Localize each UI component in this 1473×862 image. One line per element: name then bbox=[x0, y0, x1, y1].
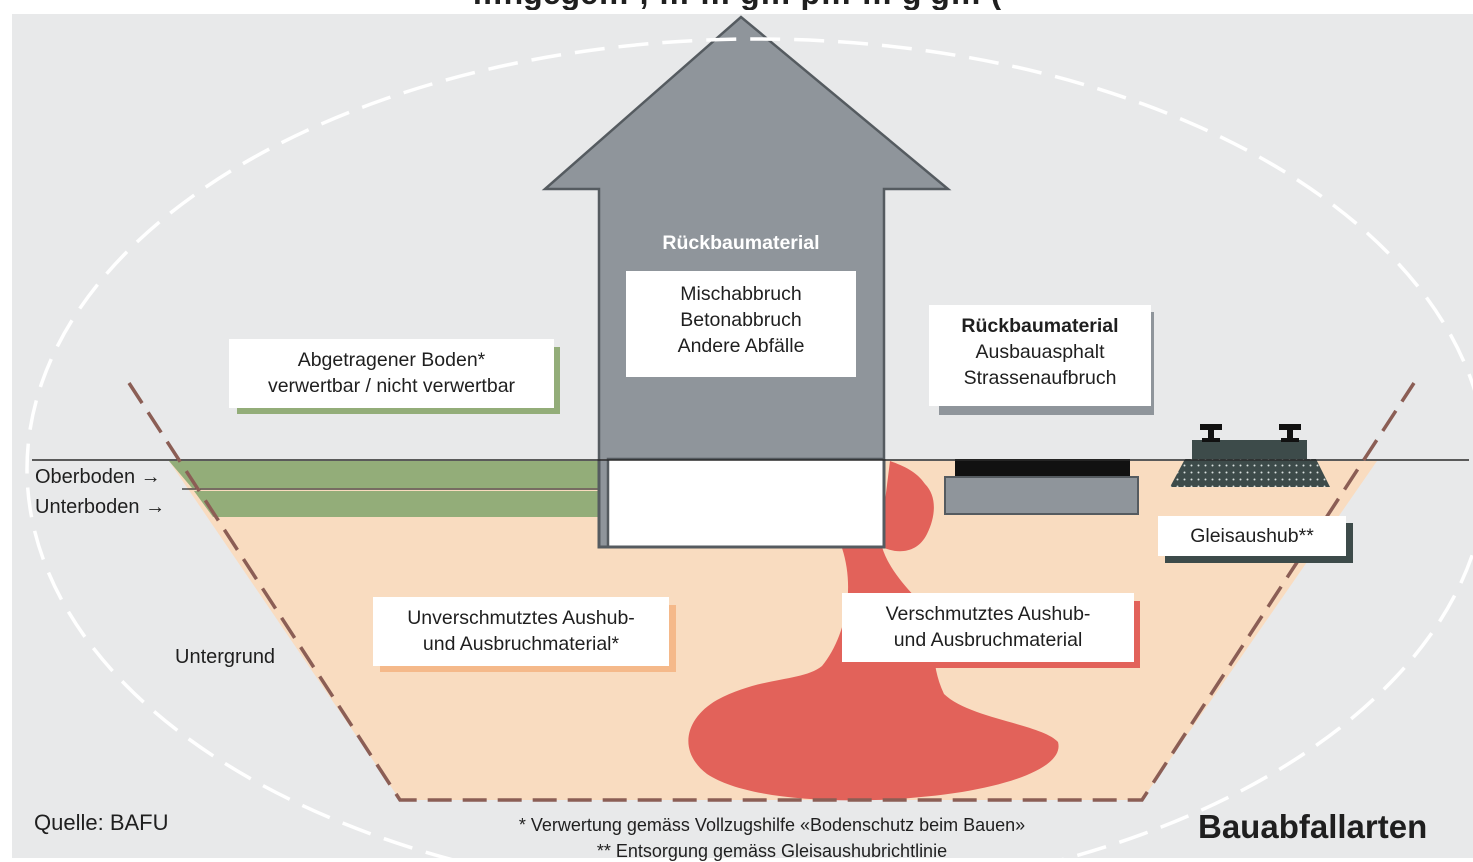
arrow-right-icon: → bbox=[135, 466, 161, 488]
road-asphalt-layer bbox=[955, 459, 1130, 476]
soil-box-line2: verwertbar / nicht verwertbar bbox=[267, 375, 516, 397]
page-header-title: …ngege… ; … … g… p… … g g… ( bbox=[0, 0, 1473, 10]
track-ballast bbox=[1170, 459, 1330, 487]
building-label-box: Mischabbruch Betonabbruch Andere Abfälle bbox=[626, 271, 856, 377]
footnote-2: ** Entsorgung gemäss Gleisaushubrichtlin… bbox=[596, 841, 948, 861]
source-label: Quelle: BAFU bbox=[34, 810, 169, 835]
pit-outline bbox=[127, 382, 1416, 802]
diagram-panel: Mischabbruch Betonabbruch Andere Abfälle… bbox=[12, 14, 1473, 861]
building-item-other: Andere Abfälle bbox=[677, 335, 805, 357]
soil-box-line1: Abgetragener Boden* bbox=[297, 349, 486, 371]
clean-excavation-box: Unverschmutztes Aushub- und Ausbruchmate… bbox=[373, 597, 669, 666]
topsoil-label: Oberboden → bbox=[35, 466, 161, 488]
boundary-ellipse bbox=[25, 37, 1473, 858]
building-footprint bbox=[602, 459, 884, 547]
arrow-label: Rückbaumaterial bbox=[662, 232, 820, 254]
road-item-asphalt: Ausbauasphalt bbox=[975, 341, 1105, 363]
track-box-label: Gleisaushub** bbox=[1190, 525, 1314, 547]
road-item-breakup: Strassenaufbruch bbox=[963, 367, 1117, 389]
road-label-box: Rückbaumaterial Ausbauasphalt Strassenau… bbox=[929, 305, 1151, 406]
excavation-pit bbox=[169, 461, 1377, 800]
arrow-right-icon: → bbox=[139, 496, 166, 518]
subsoil-layer bbox=[194, 491, 600, 517]
building-item-mixed: Mischabbruch bbox=[680, 283, 802, 305]
track-label-box: Gleisaushub** bbox=[1158, 516, 1346, 556]
subsoil-label: Unterboden → bbox=[35, 496, 166, 518]
figure-title: Bauabfallarten bbox=[1198, 808, 1428, 845]
topsoil-layer bbox=[169, 461, 600, 488]
soil-label-box: Abgetragener Boden* verwertbar / nicht v… bbox=[229, 339, 554, 408]
clean-box-line1: Unverschmutztes Aushub- bbox=[407, 607, 635, 629]
dirty-box-line1: Verschmutztes Aushub- bbox=[885, 603, 1091, 625]
subsurface-label: Untergrund bbox=[175, 646, 276, 668]
footnote-1: * Verwertung gemäss Vollzugshilfe «Boden… bbox=[518, 815, 1026, 835]
clean-box-line2: und Ausbruchmaterial* bbox=[422, 633, 620, 655]
building-item-concrete: Betonabbruch bbox=[680, 309, 802, 331]
road-box-title: Rückbaumaterial bbox=[961, 315, 1119, 337]
rail-sleeper bbox=[1192, 440, 1307, 459]
dirty-excavation-box: Verschmutztes Aushub- und Ausbruchmateri… bbox=[842, 593, 1134, 662]
diagram-scene bbox=[25, 15, 1473, 858]
road-base-layer bbox=[944, 476, 1139, 515]
dirty-box-line2: und Ausbruchmaterial bbox=[893, 629, 1083, 651]
